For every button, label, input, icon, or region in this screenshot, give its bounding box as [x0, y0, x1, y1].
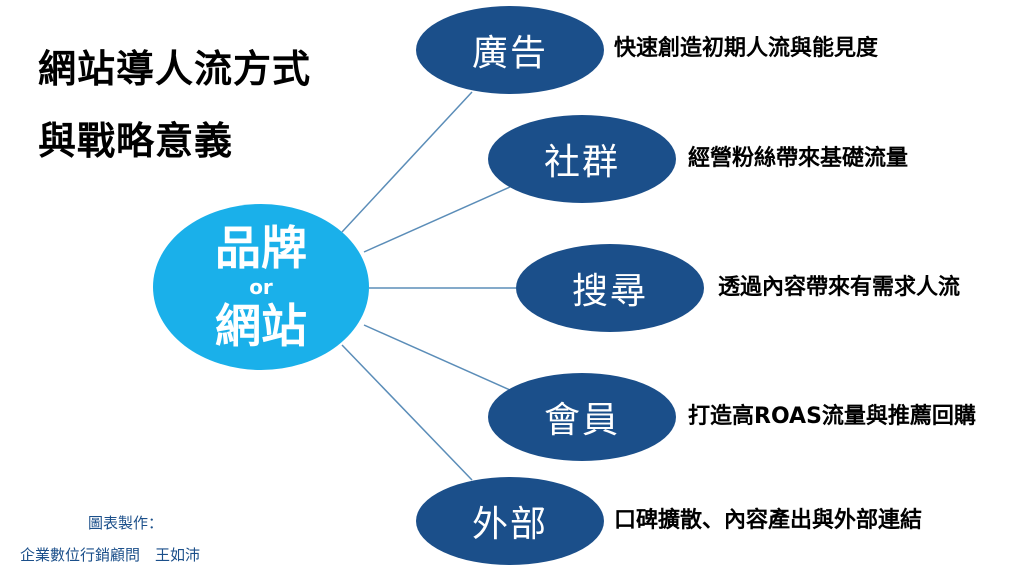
branch-node-social: 社群 [488, 115, 676, 203]
diagram-title-line-1: 網站導人流方式 [38, 47, 312, 91]
credit-line-1: 圖表製作： [88, 514, 164, 532]
branch-desc-member: 打造高ROAS流量與推薦回購 [688, 404, 976, 429]
branch-desc-ads: 快速創造初期人流與能見度 [614, 36, 879, 61]
branch-node-search: 搜尋 [516, 244, 704, 332]
center-node: 品牌 or 網站 [153, 204, 369, 370]
diagram-title-line-2: 與戰略意義 [38, 119, 234, 163]
connector-external [341, 344, 473, 481]
center-label-middle: or [249, 275, 273, 299]
connector-member [363, 324, 511, 391]
center-label-bottom: 網站 [215, 299, 307, 353]
branch-node-member: 會員 [488, 373, 676, 461]
branch-desc-external: 口碑擴散、內容產出與外部連結 [614, 508, 923, 533]
branch-desc-search: 透過內容帶來有需求人流 [718, 275, 961, 300]
branch-node-external: 外部 [416, 477, 604, 565]
center-label-top: 品牌 [215, 221, 307, 275]
branch-desc-social: 經營粉絲帶來基礎流量 [688, 146, 909, 171]
connector-ads [341, 91, 473, 233]
connector-social [363, 186, 511, 253]
credit-line-2: 企業數位行銷顧問 王如沛 [20, 546, 201, 564]
branch-node-ads: 廣告 [416, 6, 604, 94]
